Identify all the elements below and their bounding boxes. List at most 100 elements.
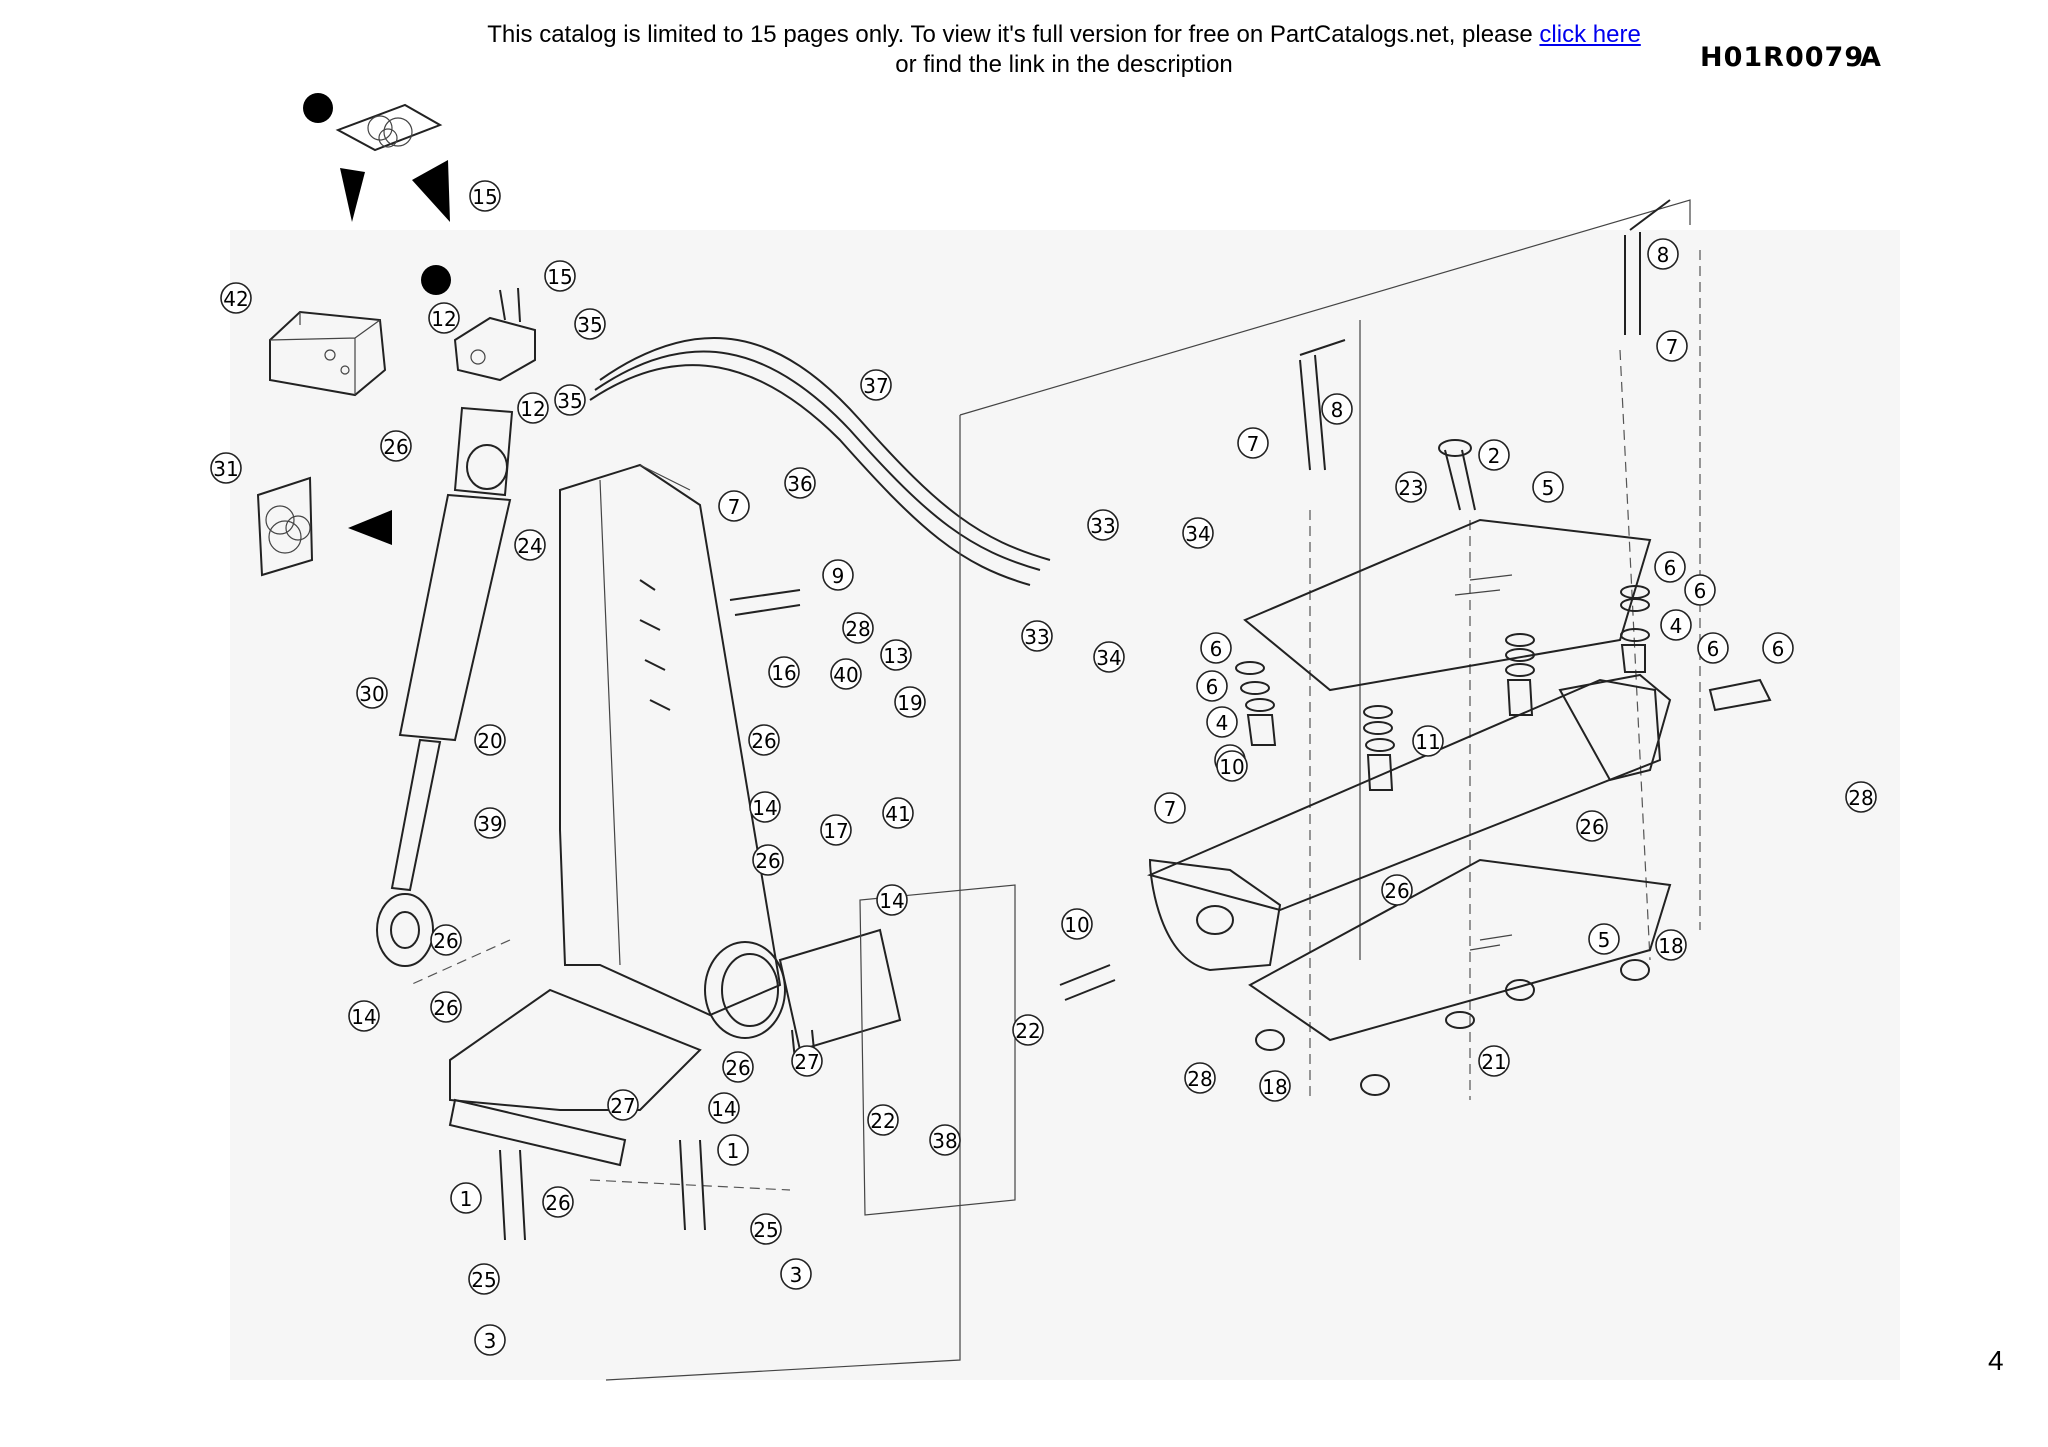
part-callout: 7 [1237, 427, 1269, 459]
part-callout: 22 [867, 1104, 899, 1136]
part-number-label: 24 [517, 534, 542, 558]
part-number-label: 13 [883, 644, 908, 668]
part-callout: 35 [554, 384, 586, 416]
drawing-code: H01R0079 [1700, 42, 1865, 73]
part-number-label: 7 [728, 495, 741, 519]
part-callout: 21 [1478, 1045, 1510, 1077]
part-callout: 5 [1588, 923, 1620, 955]
part-number-label: 14 [711, 1097, 736, 1121]
part-number-label: 26 [1579, 815, 1604, 839]
part-number-label: 8 [1657, 243, 1670, 267]
part-callout: 26 [542, 1186, 574, 1218]
part-callout: 31 [210, 452, 242, 484]
part-callout: 22 [1012, 1014, 1044, 1046]
part-callout: 37 [860, 369, 892, 401]
part-number-label: 41 [885, 802, 910, 826]
part-callout: 12 [428, 302, 460, 334]
part-number-label: 6 [1206, 675, 1219, 699]
part-callout: 34 [1093, 641, 1125, 673]
part-number-label: 10 [1064, 913, 1089, 937]
hydraulic-cylinder [376, 406, 514, 967]
part-callout: 28 [1184, 1062, 1216, 1094]
part-number-label: 14 [752, 796, 777, 820]
part-callout: 30 [356, 677, 388, 709]
part-callout: 7 [1154, 792, 1186, 824]
part-callout: 13 [880, 639, 912, 671]
nuts [1255, 959, 1650, 1096]
part-number-label: 12 [520, 397, 545, 421]
part-number-label: 22 [870, 1109, 895, 1133]
part-callout: 27 [607, 1089, 639, 1121]
part-callout: 6 [1200, 632, 1232, 664]
part-number-label: 36 [787, 472, 812, 496]
part-number-label: 33 [1024, 625, 1049, 649]
part-number-label: 1 [460, 1187, 473, 1211]
triangle-left-icon [412, 160, 450, 222]
part-callout: 35 [574, 308, 606, 340]
part-number-label: 35 [577, 313, 602, 337]
part-number-label: 25 [753, 1218, 778, 1242]
triangle-left-icon [348, 510, 392, 545]
part-number-label: 10 [1219, 755, 1244, 779]
part-number-label: 26 [755, 849, 780, 873]
part-number-label: 18 [1262, 1075, 1287, 1099]
part-callout: 25 [750, 1213, 782, 1245]
part-number-label: 6 [1664, 556, 1677, 580]
part-number-label: 26 [433, 996, 458, 1020]
spacer-stack [1235, 585, 1650, 791]
part-number-label: 26 [751, 729, 776, 753]
part-callout: 17 [820, 814, 852, 846]
part-callout: 26 [1576, 810, 1608, 842]
part-callout: 15 [469, 180, 501, 212]
part-number-label: 1 [727, 1139, 740, 1163]
part-callout: 6 [1697, 632, 1729, 664]
part-number-label: 28 [845, 617, 870, 641]
manifold-block [453, 287, 536, 382]
part-number-label: 18 [1658, 934, 1683, 958]
part-callout: 33 [1087, 509, 1119, 541]
part-callout: 14 [749, 791, 781, 823]
part-callout: 9 [822, 559, 854, 591]
part-callout: 1 [717, 1134, 749, 1166]
part-number-label: 6 [1210, 637, 1223, 661]
part-number-label: 38 [932, 1129, 957, 1153]
click-here-link[interactable]: click here [1539, 21, 1641, 48]
part-number-label: 20 [477, 729, 502, 753]
part-callout: 3 [474, 1324, 506, 1356]
part-callout: 26 [752, 844, 784, 876]
part-callout: 8 [1321, 393, 1353, 425]
part-callout: 6 [1684, 574, 1716, 606]
part-number-label: 4 [1670, 614, 1683, 638]
part-number-label: 16 [771, 661, 796, 685]
part-number-label: 5 [1542, 476, 1555, 500]
part-callout: 7 [718, 490, 750, 522]
part-number-label: 26 [1384, 879, 1409, 903]
part-callout: 38 [929, 1124, 961, 1156]
part-callout: 34 [1182, 517, 1214, 549]
part-callout: 1 [450, 1182, 482, 1214]
part-number-label: 26 [383, 435, 408, 459]
lift-tower [448, 463, 902, 1167]
part-number-label: 31 [213, 457, 238, 481]
notice-text: This catalog is limited to 15 pages only… [487, 21, 1540, 48]
part-callout: 16 [768, 656, 800, 688]
part-callout: 14 [708, 1092, 740, 1124]
part-number-label: 34 [1185, 522, 1210, 546]
part-number-label: 7 [1164, 797, 1177, 821]
part-callout: 6 [1654, 551, 1686, 583]
part-callout: 27 [791, 1045, 823, 1077]
part-number-label: 42 [223, 287, 248, 311]
part-callout: 41 [882, 797, 914, 829]
part-callout: 19 [894, 686, 926, 718]
part-number-label: 35 [557, 389, 582, 413]
part-number-label: 7 [1247, 432, 1260, 456]
part-callout: 26 [430, 991, 462, 1023]
part-number-label: 15 [472, 185, 497, 209]
part-callout: 40 [830, 658, 862, 690]
part-number-label: 28 [1187, 1067, 1212, 1091]
part-number-label: 26 [545, 1191, 570, 1215]
part-callout: 18 [1655, 929, 1687, 961]
part-number-label: 27 [794, 1050, 819, 1074]
black-dot-icon [303, 93, 333, 123]
